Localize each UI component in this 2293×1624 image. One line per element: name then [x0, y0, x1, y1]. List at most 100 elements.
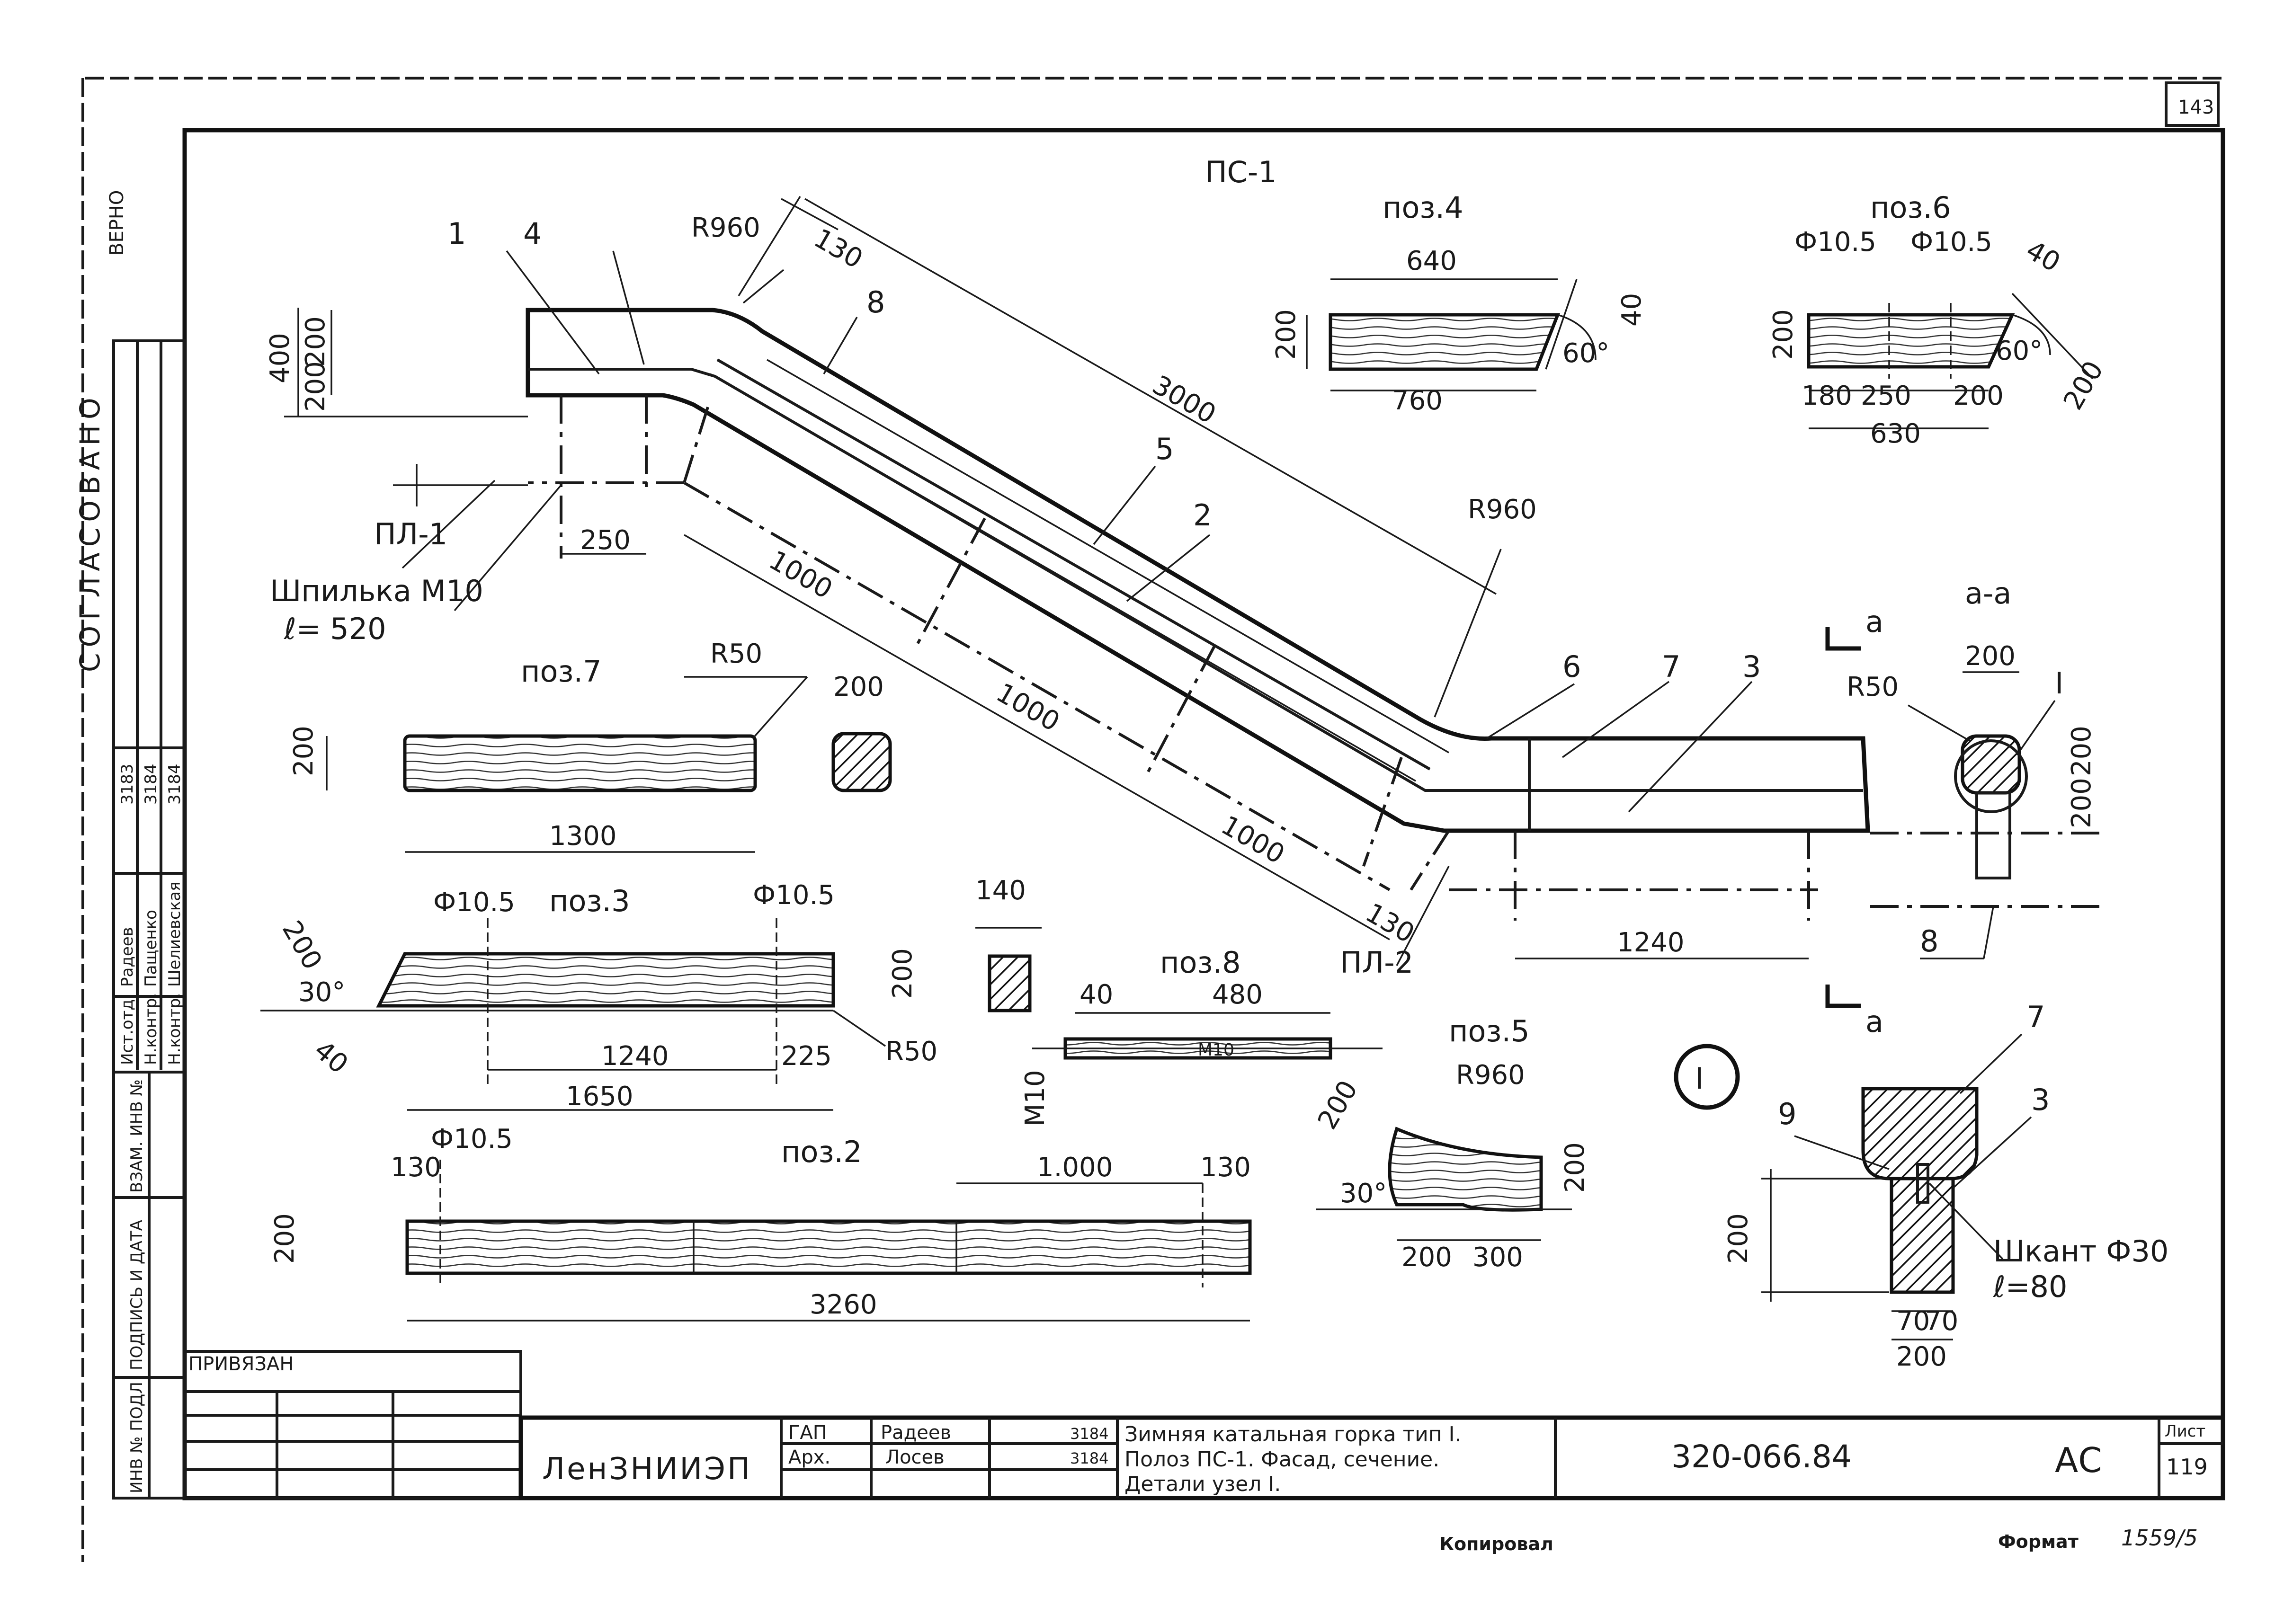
- tb-description-1: Зимняя катальная горка тип I.: [1124, 1422, 1462, 1447]
- poz7-detail: поз.7 R50 200 1300 200: [288, 639, 892, 853]
- poz3-title: поз.3: [549, 884, 630, 918]
- main-callout-8: 8: [866, 285, 885, 319]
- main-view-title: ПС-1: [1205, 155, 1277, 189]
- poz2-part: [405, 1219, 1252, 1275]
- poz3-angle: 30°: [298, 977, 345, 1008]
- section-aa-base: [1975, 791, 2011, 879]
- node-i-callout-7: 7: [2026, 1000, 2045, 1034]
- poz6-hole-2: Ф10.5: [1910, 227, 1992, 257]
- poz2-hole: Ф10.5: [431, 1124, 513, 1154]
- section-aa-node-circle: [1954, 739, 2028, 813]
- poz5-dim-300: 300: [1472, 1242, 1523, 1273]
- poz4-title: поз.4: [1383, 190, 1463, 225]
- poz2-dim-200: 200: [269, 1213, 300, 1264]
- poz5-title: поз.5: [1449, 1014, 1530, 1048]
- poz4-dim-40: 40: [1616, 293, 1647, 327]
- top-right-code: 143: [2178, 97, 2214, 118]
- poz8-thread: М10: [1198, 1040, 1234, 1060]
- section-aa-radius: R50: [1847, 672, 1899, 702]
- poz5-angle: 30°: [1340, 1178, 1387, 1209]
- tb-stage: АС: [2055, 1440, 2102, 1480]
- pl2-label: ПЛ-2: [1340, 945, 1413, 980]
- poz7-dim-200: 200: [288, 726, 319, 776]
- main-callout-6: 6: [1562, 649, 1581, 684]
- node-i-callout-3: 3: [2031, 1083, 2050, 1117]
- main-view: ПС-1 1 4 8 5: [265, 155, 1870, 980]
- main-callout-4: 4: [523, 216, 542, 251]
- node-i-dowel: [1916, 1163, 1929, 1204]
- poz3-dim-225: 225: [781, 1041, 832, 1072]
- tb-role-0: ГАП: [788, 1422, 827, 1444]
- poz6-dim-200c: 200: [2058, 356, 2110, 415]
- strip-role-0: Ист.отд.: [118, 994, 137, 1065]
- verno-stamp: ВЕРНО: [106, 190, 128, 256]
- tb-name-1: Лосев: [885, 1447, 945, 1468]
- node-i-detail: I 7 9 3 Шкант Ф30 ℓ=80 200 70 70 200: [1674, 1000, 2168, 1372]
- poz3-dim-200b: 200: [887, 948, 918, 999]
- section-cut-letter-2: а: [1865, 1004, 1883, 1039]
- main-dim-400: 400: [265, 333, 295, 383]
- poz8-detail: поз.8 40 480 М10 М10: [1020, 945, 1383, 1127]
- section-aa-dim-200: 200: [1965, 641, 2016, 672]
- poz7-title: поз.7: [521, 654, 602, 689]
- support-ties: [912, 517, 1403, 867]
- tb-sheet-label: Лист: [2165, 1422, 2205, 1441]
- support-dashed-4: [683, 407, 709, 483]
- node-i-base: [1890, 1177, 1955, 1294]
- node-i-dowel-1: Шкант Ф30: [1993, 1234, 2168, 1269]
- callout-leaders: [506, 250, 1753, 966]
- tb-date-1: 3184: [1070, 1449, 1108, 1467]
- main-dimension-lines: [284, 196, 1809, 959]
- tb-code: 320-066.84: [1671, 1438, 1852, 1475]
- poz8-dim-m10: М10: [1020, 1070, 1051, 1127]
- pin-label-1: Шпилька М10: [270, 574, 483, 608]
- main-dim-1000b: 1000: [991, 677, 1065, 738]
- main-callout-5: 5: [1155, 432, 1174, 466]
- poz8-dim-480: 480: [1212, 979, 1263, 1010]
- poz4-part: [1329, 313, 1561, 371]
- poz6-dim-200a: 200: [1953, 381, 2004, 411]
- main-dim-200a: 200: [300, 316, 331, 367]
- poz4-dim-640: 640: [1406, 246, 1457, 276]
- tb-name-0: Радеев: [881, 1422, 951, 1444]
- poz4-dim-760: 760: [1392, 385, 1443, 416]
- bottom-right-label: Формат: [1998, 1531, 2079, 1552]
- soglasovano-label: СОГЛАСОВАНО: [74, 392, 106, 672]
- main-dim-250: 250: [580, 525, 631, 556]
- inv-podl-label: ИНВ № ПОДЛ: [127, 1382, 146, 1493]
- poz6-angle: 60°: [1996, 336, 2043, 366]
- section-aa-node: I: [2055, 666, 2063, 701]
- tb-sheet-no: 119: [2166, 1454, 2208, 1480]
- main-dim-130b: 130: [1360, 897, 1419, 950]
- podpis-data-label: ПОДПИСЬ И ДАТА: [127, 1220, 146, 1370]
- poz5-detail: поз.5 R960 200 200 300 200 30°: [1312, 1014, 1590, 1273]
- main-radius-top: R960: [691, 213, 760, 243]
- org-name: ЛенЗНИИЭП: [542, 1452, 752, 1487]
- section-aa-runner: [1961, 734, 2021, 795]
- node-i-callout-9: 9: [1778, 1097, 1796, 1131]
- poz4-angle: 60°: [1562, 338, 1609, 369]
- support-dashed-6: [1514, 831, 1810, 921]
- runner-grain-1: [710, 359, 1449, 782]
- poz3-hole-2: Ф10.5: [753, 880, 835, 911]
- main-callout-7: 7: [1662, 649, 1680, 684]
- poz4-detail: поз.4 640 760 200 40 60°: [1271, 190, 1647, 416]
- poz7-dim-1300: 1300: [549, 821, 617, 852]
- poz8-title: поз.8: [1160, 945, 1241, 980]
- runner-top-edge: [526, 308, 1870, 833]
- poz5-dim-200a: 200: [1312, 1075, 1364, 1135]
- main-callout-2: 2: [1193, 498, 1212, 532]
- support-dashed-3: [683, 481, 1391, 891]
- tb-date-0: 3184: [1070, 1425, 1108, 1443]
- section-aa: а-а а а R50 I 200 200 200 8: [1825, 576, 2107, 1039]
- left-strip: ВЕРНО СОГЛАСОВАНО Ист.отд. Н.контр. Н.ко…: [74, 190, 186, 1500]
- poz2-dim-3260: 3260: [810, 1289, 877, 1320]
- pin-label-2: ℓ= 520: [284, 612, 386, 646]
- support-dashed-1: [560, 395, 648, 559]
- poz5-radius: R960: [1456, 1060, 1525, 1091]
- runner-inner-line: [716, 358, 1431, 771]
- strip-date-0: 3183: [118, 763, 137, 805]
- section-aa-dim-200b: 200: [2066, 726, 2097, 776]
- node-i-circle: [1674, 1044, 1740, 1110]
